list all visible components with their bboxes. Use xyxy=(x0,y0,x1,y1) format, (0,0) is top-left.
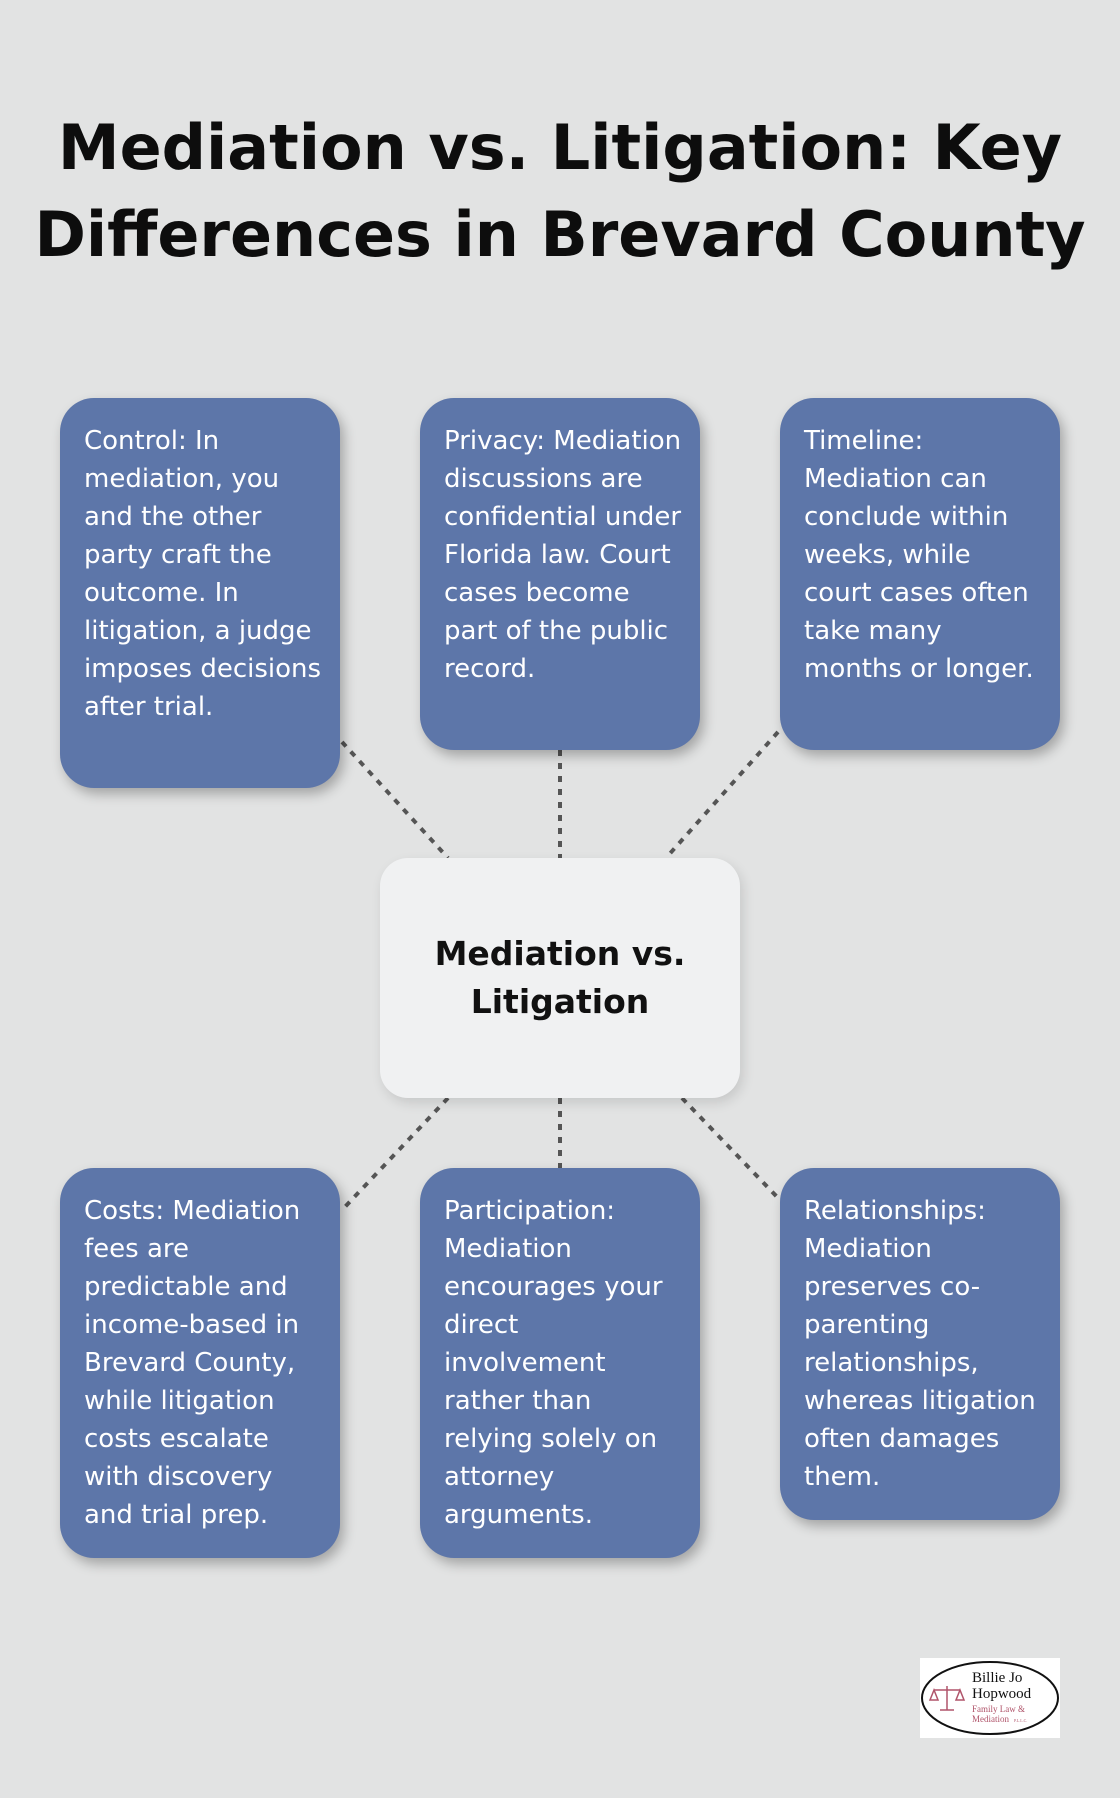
card-control: Control: In mediation, you and the other… xyxy=(60,398,340,788)
logo-practice-line-2: Mediation xyxy=(972,1714,1009,1724)
logo-suffix: P.L.L.C. xyxy=(1014,1718,1027,1723)
card-control-text: Control: In mediation, you and the other… xyxy=(84,426,322,722)
connector-relationships xyxy=(680,1096,782,1202)
logo-name-line-1: Billie Jo xyxy=(972,1670,1022,1686)
card-timeline: Timeline: Mediation can conclude within … xyxy=(780,398,1060,750)
title-line-1: Mediation vs. Litigation: Key xyxy=(57,111,1063,184)
card-costs: Costs: Mediation fees are predictable an… xyxy=(60,1168,340,1558)
card-participation-text: Participation: Mediation encourages your… xyxy=(444,1196,663,1530)
card-relationships: Relationships: Mediation preserves co-pa… xyxy=(780,1168,1060,1520)
center-line-2: Litigation xyxy=(470,982,650,1021)
card-privacy-text: Privacy: Mediation discussions are confi… xyxy=(444,426,682,684)
connector-timeline xyxy=(664,730,780,860)
title-line-2: Differences in Brevard County xyxy=(34,198,1086,271)
firm-logo: Billie Jo Hopwood Family Law & Mediation… xyxy=(920,1658,1060,1738)
card-privacy: Privacy: Mediation discussions are confi… xyxy=(420,398,700,750)
center-line-1: Mediation vs. xyxy=(434,934,686,973)
card-costs-text: Costs: Mediation fees are predictable an… xyxy=(84,1196,301,1530)
page-title: Mediation vs. Litigation: Key Difference… xyxy=(0,104,1120,278)
firm-logo-graphic: Billie Jo Hopwood Family Law & Mediation… xyxy=(921,1661,1059,1735)
logo-practice-line-1: Family Law & xyxy=(972,1704,1025,1714)
center-node: Mediation vs. Litigation xyxy=(380,858,740,1098)
card-timeline-text: Timeline: Mediation can conclude within … xyxy=(804,426,1034,684)
logo-name-line-2: Hopwood xyxy=(972,1686,1032,1702)
scales-of-justice-icon xyxy=(928,1686,966,1711)
connector-control xyxy=(340,740,450,860)
card-participation: Participation: Mediation encourages your… xyxy=(420,1168,700,1558)
card-relationships-text: Relationships: Mediation preserves co-pa… xyxy=(804,1196,1036,1492)
